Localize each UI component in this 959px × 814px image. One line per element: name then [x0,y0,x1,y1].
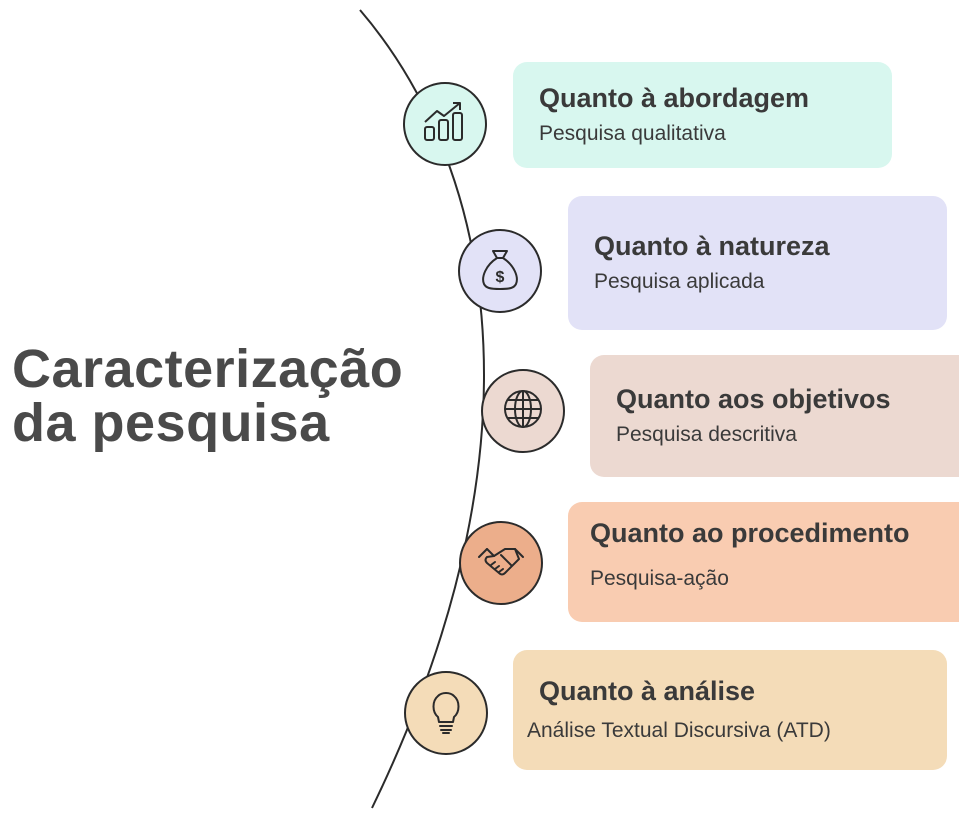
globe-icon [497,383,549,440]
card-subtext: Análise Textual Discursiva (ATD) [527,719,831,742]
card-subtext: Pesquisa qualitativa [539,122,726,145]
bar-chart-growth-icon [419,96,471,153]
svg-text:$: $ [496,269,505,286]
handshake-icon [475,535,527,592]
card-heading: Quanto à abordagem [539,83,810,113]
card-heading: Quanto aos objetivos [616,384,891,414]
card-subtext: Pesquisa aplicada [594,270,765,293]
node-natureza: $ [458,229,542,313]
title-line-1: Caracterização [12,339,404,399]
page-title: Caracterização da pesquisa [12,342,403,450]
card-procedimento: Quanto ao procedimento Pesquisa-ação [568,502,959,622]
money-bag-icon: $ [474,243,526,300]
card-natureza: Quanto à natureza Pesquisa aplicada [568,196,947,330]
card-heading: Quanto à natureza [594,231,830,261]
title-line-2: da pesquisa [12,393,330,453]
node-procedimento [459,521,543,605]
card-abordagem: Quanto à abordagem Pesquisa qualitativa [513,62,892,168]
card-heading: Quanto à análise [539,676,756,706]
card-heading: Quanto ao procedimento [590,518,910,548]
node-objetivos [481,369,565,453]
card-objetivos: Quanto aos objetivos Pesquisa descritiva [590,355,959,477]
card-subtext: Pesquisa descritiva [616,423,797,446]
card-subtext: Pesquisa-ação [590,567,729,590]
card-analise: Quanto à análise Análise Textual Discurs… [513,650,947,770]
node-analise [404,671,488,755]
lightbulb-icon [420,685,472,742]
node-abordagem [403,82,487,166]
